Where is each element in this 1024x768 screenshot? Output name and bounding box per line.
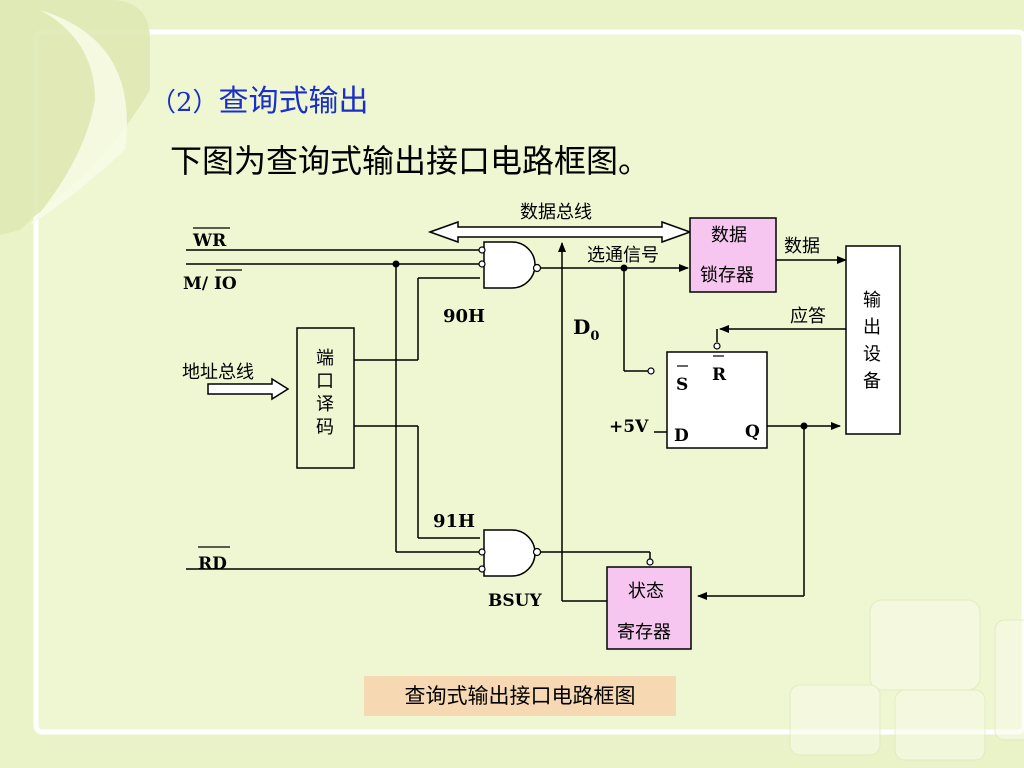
wr-label: WR (192, 231, 227, 251)
data-latch-label-1: 数据 (711, 225, 747, 246)
heading-number: （2） (150, 88, 219, 118)
status-register-box (606, 566, 692, 650)
bubble-mio-gate2 (478, 548, 486, 556)
port-decoder-box (296, 327, 355, 469)
ack-label: 应答 (790, 306, 826, 327)
nand-gate-91h (483, 529, 536, 577)
bubble-mio (478, 260, 486, 268)
keyboard-keys-decoration (789, 599, 1024, 761)
ff-q-label: Q (745, 422, 760, 442)
bubble-wr (478, 246, 486, 254)
junction-strobe (620, 264, 628, 272)
output-device-char-2: 出 (863, 317, 881, 338)
address-bus-arrow (207, 377, 290, 401)
diagram-caption: 查询式输出接口电路框图 (364, 676, 676, 716)
mio-label: M/ IO (183, 274, 237, 294)
bubble-rd (478, 565, 486, 573)
status-reg-label-1: 状态 (628, 581, 664, 602)
slide-subtitle: 下图为查询式输出接口电路框图。 (170, 142, 651, 180)
bubble-gate2-out (532, 547, 542, 557)
d0-label: D0 (573, 315, 599, 344)
data-bus-label: 数据总线 (520, 202, 592, 223)
status-reg-label-2: 寄存器 (617, 622, 671, 643)
junction-mio (392, 260, 400, 268)
rd-label: RD (198, 554, 227, 574)
ff-s-label: S (676, 375, 688, 395)
page-curl-highlight (30, 10, 127, 225)
ff-r-label: R (712, 365, 727, 385)
strobe-label: 选通信号 (587, 245, 659, 266)
data-label: 数据 (784, 236, 820, 257)
bubble-r (713, 342, 721, 350)
bubble-status-en (646, 558, 654, 566)
slide-heading: （2）查询式输出 (150, 76, 369, 120)
junction-q (800, 422, 808, 430)
data-latch-label-2: 锁存器 (700, 265, 754, 286)
ff-d-label: D (674, 426, 689, 446)
data-latch-box (689, 217, 777, 293)
output-device-box (845, 245, 901, 435)
addr-90h-label: 90H (443, 306, 485, 327)
port-decoder-char-2: 口 (316, 371, 334, 392)
nand-gate-90h (483, 241, 536, 289)
heading-text: 查询式输出 (218, 84, 369, 119)
port-decoder-char-3: 译 (316, 394, 334, 415)
bubble-gate1-out (532, 263, 542, 273)
address-bus-label: 地址总线 (182, 362, 254, 383)
bsuy-label: BSUY (488, 591, 542, 611)
flip-flop-box (666, 351, 768, 449)
output-device-char-4: 备 (863, 371, 881, 392)
bubble-s (647, 367, 655, 375)
output-device-char-1: 输 (863, 290, 881, 311)
plus5v-label: +5V (609, 417, 649, 437)
page-curl-decoration (0, 0, 150, 235)
content-panel (33, 29, 1024, 735)
addr-91h-label: 91H (433, 511, 475, 532)
port-decoder-char-4: 码 (316, 417, 334, 438)
output-device-char-3: 设 (863, 344, 881, 365)
port-decoder-char-1: 端 (316, 348, 334, 369)
data-bus-arrow (427, 220, 693, 244)
